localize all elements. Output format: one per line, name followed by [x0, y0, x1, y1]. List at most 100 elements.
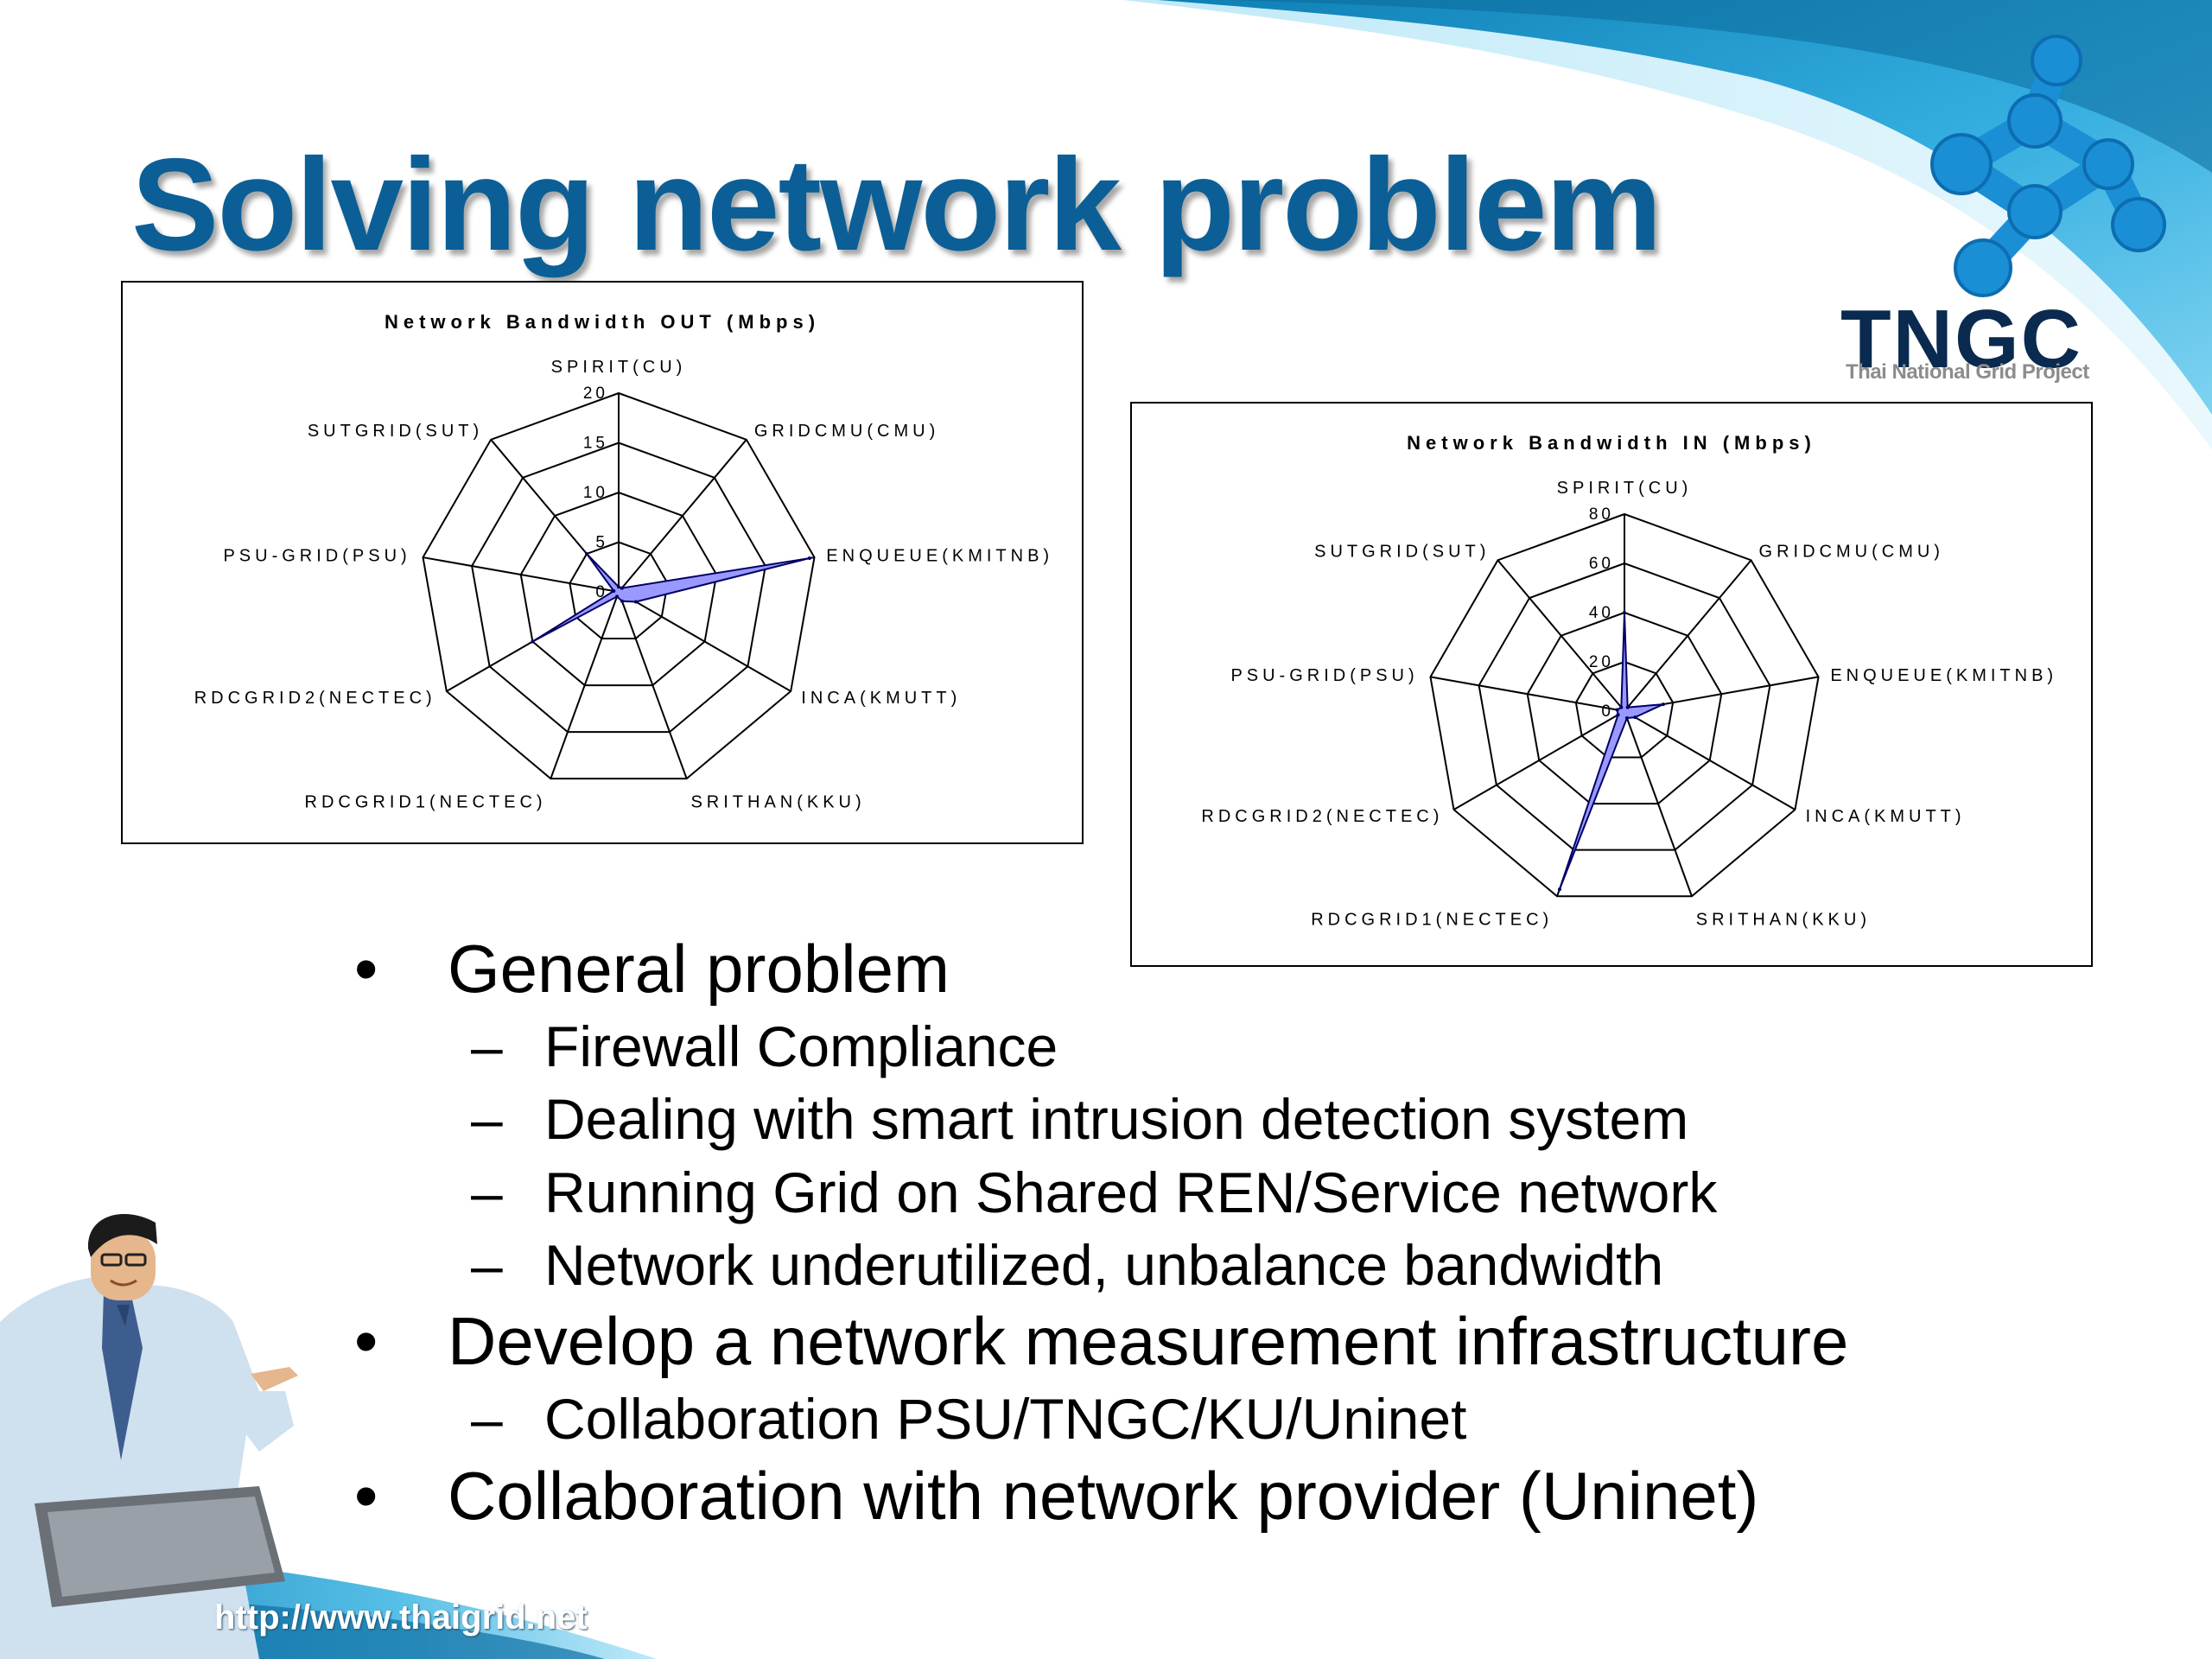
sub-bullet-marker: –	[471, 1160, 503, 1224]
tick-label: 10	[583, 484, 608, 502]
chart-bandwidth-in: Network Bandwidth IN (Mbps) 0 20 40 60 80 SPIR…	[1130, 402, 2093, 967]
category-label: PSU-GRID(PSU)	[223, 547, 410, 566]
data-point	[585, 551, 589, 556]
tick-label: 60	[1589, 555, 1614, 573]
bullet-item: • Develop a network measurement infrastr…	[346, 1301, 2074, 1382]
axis-spoke	[550, 591, 620, 779]
tick-label: 20	[583, 385, 608, 403]
bullet-item: • Collaboration with network provider (U…	[346, 1456, 2074, 1537]
data-point	[1661, 702, 1665, 707]
data-point	[1625, 705, 1630, 709]
category-label: GRIDCMU(CMU)	[1759, 543, 1944, 562]
sub-bullet-text: Dealing with smart intrusion detection s…	[544, 1087, 1689, 1152]
tick-label: 0	[595, 583, 608, 601]
bullet-text: Collaboration with network provider (Uni…	[448, 1457, 1759, 1534]
axis-spoke	[618, 591, 688, 779]
bullet-text: General problem	[448, 931, 950, 1007]
tick-label: 15	[583, 435, 608, 453]
category-label: ENQUEUE(KMITNB)	[1830, 666, 2057, 685]
sub-bullet-text: Collaboration PSU/TNGC/KU/Uninet	[544, 1387, 1467, 1452]
grid-ring	[471, 442, 766, 734]
bullet-marker: •	[354, 1457, 378, 1534]
tick-label: 40	[1589, 604, 1614, 622]
grid-ring	[422, 391, 816, 780]
data-point	[531, 639, 535, 644]
category-label: INCA(KMUTT)	[1806, 807, 1966, 826]
category-label: RDCGRID1(NECTEC)	[305, 792, 547, 811]
category-label: PSU-GRID(PSU)	[1230, 666, 1418, 685]
data-series-area	[1558, 612, 1664, 890]
chart-title: Network Bandwidth OUT (Mbps)	[385, 311, 820, 333]
tick-label: 5	[595, 534, 608, 552]
category-label: SRITHAN(KKU)	[1696, 910, 1871, 929]
axis-spoke	[423, 556, 620, 593]
sub-bullet-item: – Running Grid on Shared REN/Service net…	[346, 1156, 2074, 1229]
data-point	[612, 589, 616, 594]
grid-ring	[1429, 512, 1820, 898]
sub-bullet-item: – Collaboration PSU/TNGC/KU/Uninet	[346, 1382, 2074, 1455]
sub-bullet-text: Running Grid on Shared REN/Service netwo…	[544, 1160, 1718, 1224]
bullet-item: • General problem	[346, 929, 2074, 1010]
axis-spoke	[618, 439, 747, 593]
presenter-illustration	[0, 1214, 298, 1659]
category-label: RDCGRID2(NECTEC)	[194, 689, 436, 708]
category-label: SPIRIT(CU)	[1557, 479, 1693, 498]
grid-ring	[519, 491, 718, 687]
category-label: INCA(KMUTT)	[801, 689, 961, 708]
category-label: ENQUEUE(KMITNB)	[826, 547, 1053, 566]
tngc-logo-subtitle: Thai National Grid Project	[1846, 360, 2089, 384]
sub-bullet-marker: –	[471, 1087, 503, 1152]
axis-spoke	[618, 591, 791, 692]
category-label: GRIDCMU(CMU)	[754, 422, 939, 441]
data-point	[1623, 611, 1626, 614]
category-label: SRITHAN(KKU)	[690, 792, 865, 811]
grid-ring	[1478, 562, 1771, 851]
sub-bullet-text: Network underutilized, unbalance bandwid…	[544, 1233, 1664, 1297]
tick-label: 0	[1601, 702, 1614, 721]
data-point	[1557, 887, 1561, 892]
radar-chart-in: Network Bandwidth IN (Mbps) 0 20 40 60 80 SPIR…	[1201, 432, 2057, 929]
data-point	[617, 585, 620, 589]
bullet-text: Develop a network measurement infrastruc…	[448, 1303, 1849, 1380]
tngc-molecule-logo	[1930, 35, 2166, 297]
bullet-list: • General problem – Firewall Compliance …	[346, 929, 2074, 1536]
category-label: RDCGRID1(NECTEC)	[1311, 910, 1553, 929]
bullet-marker: •	[354, 931, 378, 1007]
data-point	[615, 594, 620, 599]
data-point	[1616, 713, 1620, 717]
data-point	[1633, 715, 1637, 720]
tngc-logo-text: TNGC	[1840, 293, 2082, 385]
data-series-area	[531, 553, 810, 643]
data-point	[1615, 708, 1619, 712]
data-point	[633, 600, 638, 604]
axis-spoke	[1430, 676, 1625, 712]
data-point	[1624, 716, 1629, 721]
category-label: SUTGRID(SUT)	[308, 422, 483, 441]
sub-bullet-item: – Network underutilized, unbalance bandw…	[346, 1229, 2074, 1301]
radar-chart-out: Network Bandwidth OUT (Mbps)05101520SPIR…	[194, 311, 1053, 811]
chart-title: Network Bandwidth IN (Mbps)	[1407, 432, 1816, 454]
sub-bullet-item: – Firewall Compliance	[346, 1010, 2074, 1083]
tick-label: 80	[1589, 505, 1614, 524]
footer-url[interactable]: http://www.thaigrid.net	[214, 1599, 588, 1637]
axis-spoke	[1624, 559, 1752, 712]
sub-bullet-item: – Dealing with smart intrusion detection…	[346, 1083, 2074, 1155]
axis-spoke	[1624, 710, 1693, 897]
tick-label: 20	[1589, 653, 1614, 671]
data-point	[1619, 705, 1624, 709]
data-point	[807, 556, 811, 561]
axis-spoke	[1497, 559, 1625, 712]
bullet-marker: •	[354, 1303, 378, 1380]
grid-ring	[1526, 611, 1723, 805]
sub-bullet-marker: –	[471, 1233, 503, 1297]
axis-spoke	[1624, 710, 1796, 810]
data-point	[620, 599, 624, 603]
axis-spoke	[1453, 710, 1625, 810]
grid-ring	[569, 541, 669, 640]
sub-bullet-marker: –	[471, 1014, 503, 1078]
data-point	[620, 586, 624, 590]
slide-title: Solving network problem	[131, 131, 1662, 278]
sub-bullet-marker: –	[471, 1387, 503, 1452]
sub-bullet-text: Firewall Compliance	[544, 1014, 1058, 1078]
